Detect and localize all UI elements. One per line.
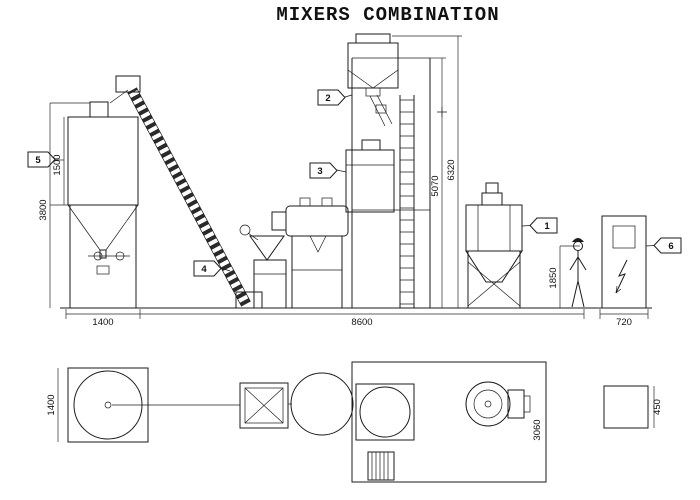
plan-hatched-unit [367, 451, 395, 481]
callout-2: 2 [317, 89, 353, 106]
elevation-view: 1500 3800 1400 8600 720 5070 6320 [27, 33, 682, 328]
dim-tower-height-inner: 5070 [430, 175, 441, 196]
dim-cabinet-width: 720 [616, 317, 632, 328]
callout-3: 3 [309, 162, 347, 179]
left-mixer [67, 89, 139, 308]
callout-4-label: 4 [201, 264, 207, 275]
callout-6: 6 [645, 237, 682, 254]
lightning-bolt-icon [615, 259, 628, 294]
worker-figure [569, 238, 587, 308]
dim-plan-left-tank: 1400 [46, 394, 57, 415]
dim-left-total-height: 3800 [38, 199, 49, 220]
callout-1: 1 [521, 217, 558, 234]
ladder [399, 95, 415, 308]
conveyor-motor [115, 75, 141, 93]
plan-mixer-top [465, 381, 531, 427]
plan-cabinet [603, 385, 649, 429]
callout-2-label: 2 [325, 93, 330, 104]
dim-main-span: 8600 [351, 317, 372, 328]
dim-left-inner-height: 1500 [52, 154, 63, 175]
callout-3-label: 3 [317, 166, 322, 177]
tower-structure [345, 33, 447, 308]
callout-1-label: 1 [544, 221, 550, 232]
screw-conveyor [115, 75, 263, 309]
chute [369, 94, 393, 127]
right-mixer [465, 182, 523, 308]
callout-6-label: 6 [668, 241, 673, 252]
dim-plan-cabinet-depth: 450 [652, 399, 663, 415]
conveyor-inlet [235, 291, 263, 309]
callout-5: 5 [27, 151, 64, 168]
drawing-title: MIXERS COMBINATION [276, 4, 499, 26]
conveyor-band [127, 87, 251, 307]
plan-inlet-box [239, 382, 289, 429]
feed-stand [239, 224, 287, 309]
dim-plan-main-depth: 3060 [532, 419, 543, 440]
dim-left-width: 1400 [92, 317, 113, 328]
callout-5-label: 5 [35, 155, 41, 166]
tower-mixer [345, 139, 395, 213]
dim-tower-height-total: 6320 [446, 159, 457, 180]
elevation-dimensions: 1500 3800 1400 8600 720 5070 6320 [38, 35, 649, 328]
top-bin [347, 33, 399, 97]
plan-round-tank [288, 372, 354, 436]
dim-person-height: 1850 [548, 267, 559, 288]
plan-main-area: 3060 [351, 361, 547, 483]
horizontal-mixer [271, 197, 349, 308]
plan-view: 1400 [46, 361, 663, 483]
electrical-cabinet [601, 215, 647, 309]
callout-4: 4 [193, 260, 231, 277]
